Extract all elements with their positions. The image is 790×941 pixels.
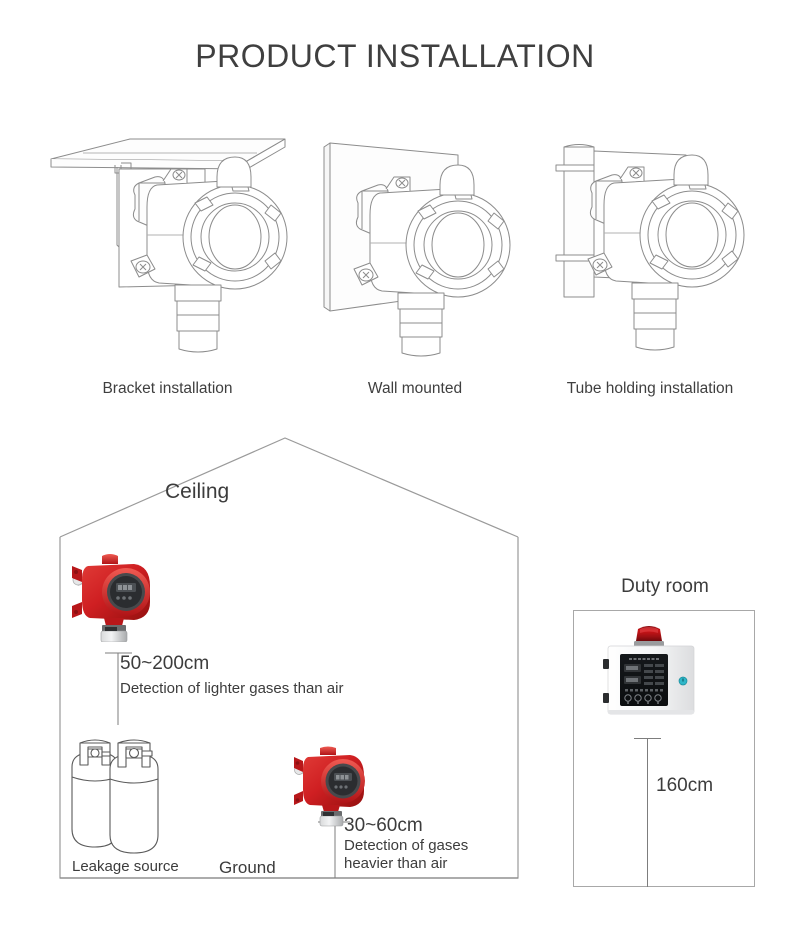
installation-card-tube: Tube holding installation: [530, 125, 770, 400]
leakage-source-label: Leakage source: [72, 858, 179, 875]
duty-room-label: Duty room: [621, 576, 709, 597]
installation-methods-row: Bracket installation: [0, 125, 790, 400]
upper-detector-description: Detection of lighter gases than air: [120, 680, 344, 697]
gas-detector-wall-icon: [310, 125, 520, 360]
red-gas-detector-icon-lower: [292, 745, 372, 827]
red-gas-detector-icon-upper: [70, 552, 158, 642]
lower-detector-description: Detection of gases heavier than air: [344, 837, 469, 872]
gas-cylinders-icon: [58, 725, 188, 860]
lower-detector-dimension: 30~60cm: [344, 815, 423, 836]
room-cross-section-diagram: [40, 425, 530, 890]
installation-card-wall: Wall mounted: [310, 125, 520, 400]
installation-card-bracket: Bracket installation: [35, 125, 300, 400]
ground-label: Ground: [219, 858, 276, 877]
alarm-control-panel-icon: [598, 617, 703, 739]
upper-detector-dimension: 50~200cm: [120, 653, 210, 674]
duty-room-dimension: 160cm: [656, 775, 714, 796]
installation-caption-tube: Tube holding installation: [566, 380, 734, 397]
installation-caption-wall: Wall mounted: [367, 380, 463, 397]
gas-detector-tube-icon: [530, 125, 770, 360]
installation-caption-bracket: Bracket installation: [102, 380, 233, 397]
roof-outline: [59, 437, 519, 538]
ceiling-label: Ceiling: [165, 480, 230, 503]
page-title: PRODUCT INSTALLATION: [195, 38, 595, 74]
gas-detector-bracket-icon: [35, 125, 300, 360]
duty-room-dimension-line: [647, 738, 648, 887]
